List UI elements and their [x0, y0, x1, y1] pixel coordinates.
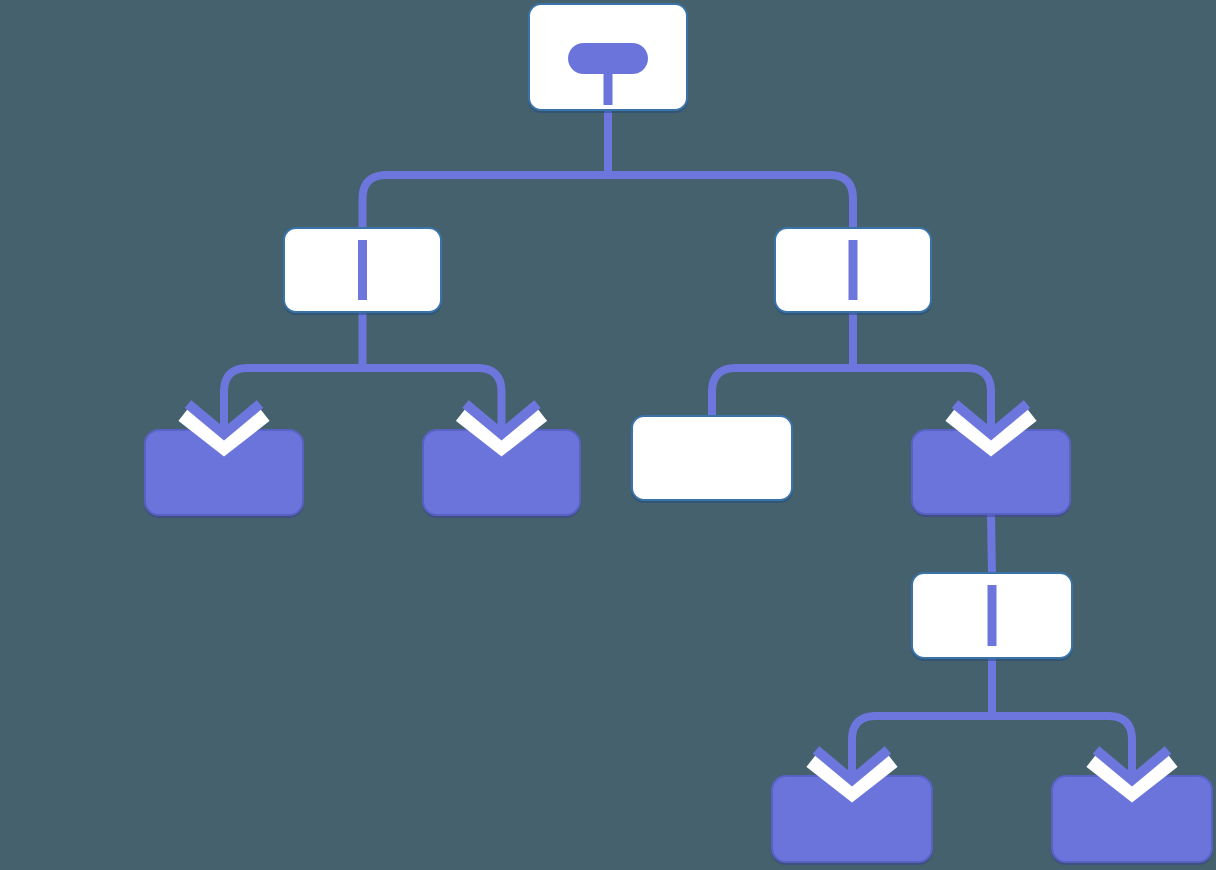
node-leaf-lower-1-arrow-highlight-icon — [806, 755, 898, 803]
node-branch-lower-divider-icon — [987, 585, 997, 646]
connector-lower-fork — [848, 712, 1136, 778]
node-branch-right-divider-icon — [848, 240, 858, 300]
node-leaf-lower-2-arrow-highlight-icon — [1086, 755, 1178, 803]
node-child-continue-arrow-highlight-icon — [945, 409, 1037, 457]
node-child-plain[interactable] — [631, 415, 793, 501]
node-child-continue-arrow-chevron-icon — [951, 400, 1031, 441]
node-leaf-left-1-arrow-chevron-icon — [184, 400, 264, 441]
node-root-pill-icon — [568, 43, 648, 74]
node-root-pill-stem-icon — [603, 66, 613, 105]
connector-right-fork — [708, 364, 995, 432]
connector-continue-link — [987, 512, 996, 576]
node-leaf-lower-1-arrow-chevron-icon — [812, 746, 892, 787]
node-leaf-left-1-arrow-highlight-icon — [178, 409, 270, 457]
node-leaf-lower-2-arrow-chevron-icon — [1092, 746, 1172, 787]
node-branch-left-divider-icon — [358, 240, 367, 300]
connector-left-fork — [220, 364, 506, 432]
node-leaf-left-2-arrow-chevron-icon — [462, 400, 541, 441]
node-leaf-left-2-arrow-highlight-icon — [455, 409, 548, 457]
connector-root-fork — [358, 171, 857, 230]
